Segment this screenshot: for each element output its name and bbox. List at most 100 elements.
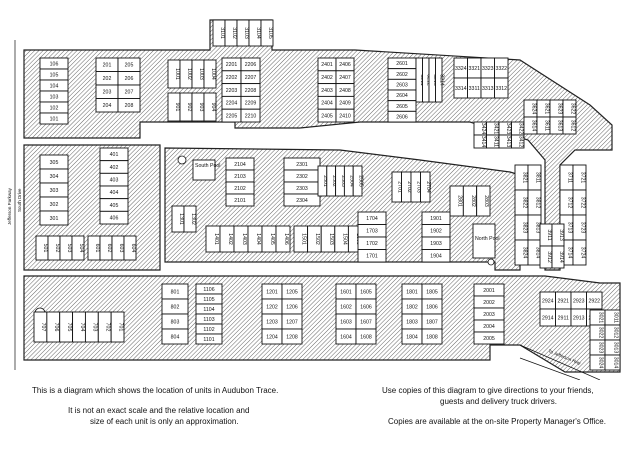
map-notes: This is a diagram which shows the locati…: [0, 378, 640, 460]
unit-label: 404: [110, 190, 119, 196]
unit-label: 1001: [174, 68, 180, 80]
unit-box: [39, 112, 69, 125]
unit-label: 2208: [245, 88, 257, 94]
unit-label: 2601: [396, 61, 408, 67]
unit-label: 3011: [612, 312, 618, 323]
unit-label: 1301: [178, 213, 184, 225]
unit-box: [551, 245, 565, 269]
unit-box: [260, 19, 274, 47]
unit-label: 101: [50, 116, 59, 122]
unit-label: 1208: [286, 334, 298, 340]
unit-label: 2409: [339, 101, 351, 107]
unit-label: 707: [40, 323, 46, 332]
unit-label: 205: [125, 63, 134, 69]
unit-label: 1204: [266, 334, 278, 340]
unit-label: 1603: [340, 319, 352, 325]
unit-label: 1205: [286, 289, 298, 295]
unit-label: 1807: [426, 319, 438, 325]
unit-label: 3102: [231, 27, 237, 39]
unit-label: 207: [125, 90, 134, 96]
unit-label: 3321: [468, 66, 480, 72]
unit-label: 701: [117, 323, 123, 332]
unit-label: 3413: [505, 136, 511, 148]
unit-label: 3422: [518, 123, 524, 135]
unit-label: 2206: [245, 62, 257, 68]
building-1500: 15011502150315041505: [293, 225, 363, 253]
unit-label: 3612: [569, 120, 575, 132]
unit-label: 2002: [483, 300, 495, 306]
unit-label: 3313: [482, 86, 494, 92]
unit-label: 3014: [612, 357, 618, 369]
unit-label: 902: [186, 103, 192, 112]
unit-label: 1703: [366, 229, 378, 235]
unit-label: 2602: [396, 72, 408, 78]
unit-label: 2603: [396, 82, 408, 88]
unit-box: [572, 239, 587, 266]
unit-label: 703: [92, 323, 98, 332]
unit-label: 602: [106, 244, 112, 253]
unit-label: 1405: [269, 233, 275, 245]
south-drive-label: South Drive: [17, 188, 22, 212]
unit-label: 2003: [483, 312, 495, 318]
unit-label: 1105: [203, 297, 214, 303]
unit-label: 2406: [339, 62, 351, 68]
unit-label: 3024: [597, 357, 603, 369]
unit-label: 3811: [534, 172, 540, 183]
unit-label: 2922: [588, 298, 600, 304]
unit-label: 2210: [245, 113, 257, 119]
unit-label: 1704: [366, 216, 378, 222]
unit-label: 2101: [234, 198, 246, 204]
unit-label: 705: [66, 323, 72, 332]
unit-label: 1202: [266, 304, 278, 310]
unit-box: [562, 116, 577, 135]
unit-label: 106: [50, 61, 59, 67]
unit-label: 2801: [456, 195, 462, 207]
unit-label: 503: [66, 244, 72, 253]
unit-label: 3911: [546, 229, 552, 240]
unit-label: 1901: [430, 216, 442, 222]
unit-label: 2205: [226, 113, 238, 119]
unit-label: 2605: [396, 104, 408, 110]
unit-label: 2803: [483, 195, 489, 207]
unit-box: [355, 328, 377, 345]
unit-label: 3724: [579, 247, 585, 259]
unit-label: 903: [198, 103, 204, 112]
unit-box: [604, 354, 621, 371]
unit-box: [39, 210, 69, 226]
unit-label: 3323: [482, 66, 494, 72]
highway-edge: [519, 344, 601, 380]
highway-edge: [519, 357, 581, 380]
unit-label: 2001: [483, 288, 495, 294]
unit-label: 1206: [286, 304, 298, 310]
unit-label: 103: [50, 94, 59, 100]
unit-label: 1002: [186, 68, 192, 80]
unit-label: 3012: [612, 327, 618, 339]
unit-box: [99, 210, 129, 225]
unit-label: 501: [42, 244, 48, 253]
unit-label: 1403: [241, 233, 247, 245]
unit-label: 3722: [579, 197, 585, 209]
unit-label: 206: [125, 76, 134, 82]
unit-label: 1201: [266, 289, 278, 295]
unit-box: [195, 333, 223, 345]
unit-label: 3624: [530, 103, 536, 115]
unit-box: [203, 92, 217, 122]
unit-box: [494, 77, 509, 99]
unit-box: [161, 328, 189, 345]
unit-label: 3421: [493, 123, 499, 135]
unit-label: 2302: [296, 174, 308, 180]
unit-label: 301: [50, 216, 59, 222]
unit-label: 2203: [226, 88, 238, 94]
unit-box: [71, 235, 85, 261]
unit-label: 1808: [426, 334, 438, 340]
unit-label: 2005: [483, 336, 495, 342]
